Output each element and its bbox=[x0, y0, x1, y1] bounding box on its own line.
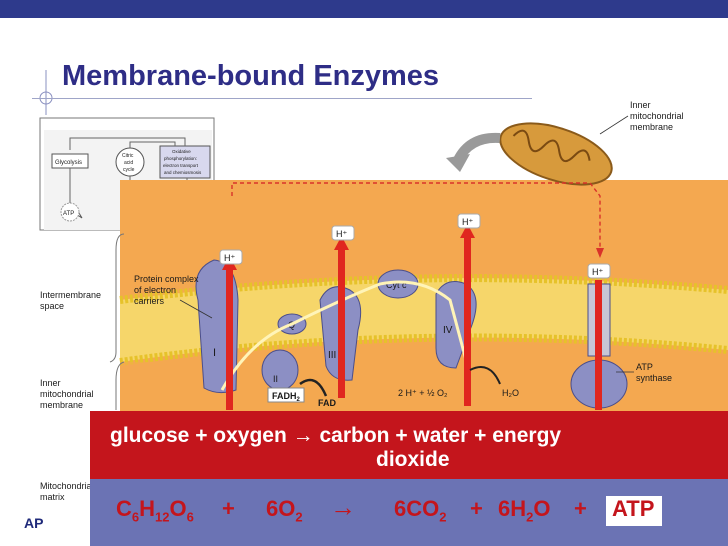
svg-text:Oxidative: Oxidative bbox=[172, 149, 191, 154]
h-plus-badge-3: H⁺ bbox=[457, 213, 481, 229]
fad-reaction-arrow bbox=[299, 378, 328, 397]
word-equation-box bbox=[90, 411, 728, 479]
svg-text:cycle: cycle bbox=[123, 167, 135, 173]
h-plus-badge-1: H⁺ bbox=[219, 249, 243, 265]
proton-arrow-3 bbox=[460, 224, 475, 406]
svg-text:synthase: synthase bbox=[636, 373, 672, 383]
svg-text:phosphorylation:: phosphorylation: bbox=[164, 156, 197, 161]
svg-text:Protein complex: Protein complex bbox=[134, 274, 199, 284]
svg-text:II: II bbox=[273, 374, 278, 384]
atp-highlight bbox=[606, 496, 662, 526]
svg-text:matrix: matrix bbox=[40, 492, 65, 502]
h-plus-badge-4: H⁺ bbox=[587, 263, 611, 279]
svg-text:electron transport: electron transport bbox=[163, 163, 199, 168]
formula-plus-3: + bbox=[574, 496, 587, 521]
svg-text:ATP: ATP bbox=[63, 211, 74, 217]
svg-text:Inner: Inner bbox=[630, 100, 651, 110]
svg-text:IV: IV bbox=[443, 325, 453, 336]
svg-text:ATP: ATP bbox=[636, 362, 653, 372]
h2o-label: H₂O bbox=[502, 388, 519, 398]
svg-text:Cyt c: Cyt c bbox=[386, 280, 407, 290]
svg-text:H⁺: H⁺ bbox=[336, 229, 347, 239]
proton-arrow-4 bbox=[595, 280, 602, 410]
svg-text:Mitochondrial: Mitochondrial bbox=[40, 481, 94, 491]
svg-text:membrane: membrane bbox=[40, 400, 83, 410]
electron-path bbox=[220, 280, 468, 391]
svg-text:I: I bbox=[213, 347, 216, 359]
svg-text:of electron: of electron bbox=[134, 285, 176, 295]
glycolysis-label: Glycolysis bbox=[55, 160, 82, 166]
formula-arrow: → bbox=[330, 492, 356, 522]
word-equation-line2: dioxide bbox=[376, 448, 450, 471]
svg-text:H⁺: H⁺ bbox=[224, 253, 235, 263]
water-reaction-label: 2 H⁺ + ½ O₂ bbox=[398, 388, 448, 398]
mitochondrion-icon bbox=[499, 122, 613, 186]
formula-co2: 6CO2 bbox=[394, 496, 447, 525]
svg-text:membrane: membrane bbox=[630, 122, 673, 132]
svg-text:Inner: Inner bbox=[40, 378, 61, 388]
svg-text:III: III bbox=[328, 350, 336, 361]
fadh2-label: FADH2 bbox=[267, 387, 305, 403]
complex-2: II bbox=[261, 349, 299, 391]
svg-text:space: space bbox=[40, 301, 64, 311]
svg-text:Citric: Citric bbox=[122, 153, 134, 159]
proton-arrow-2 bbox=[334, 236, 349, 398]
inner-membrane-label: Inner mitochondrial membrane bbox=[630, 100, 684, 132]
membrane-bilayer bbox=[119, 274, 728, 366]
page-title: Membrane-bound Enzymes bbox=[62, 60, 440, 92]
footer-text: AP bbox=[24, 515, 44, 531]
svg-text:mitochondrial: mitochondrial bbox=[40, 389, 94, 399]
atp-synthase-label: ATP synthase bbox=[636, 362, 672, 383]
h-plus-badge-2: H⁺ bbox=[331, 225, 355, 241]
svg-text:H⁺: H⁺ bbox=[462, 217, 473, 227]
header-bar bbox=[0, 0, 728, 18]
formula-atp: ATP bbox=[612, 496, 655, 521]
fad-label: FAD bbox=[318, 398, 337, 408]
svg-text:mitochondrial: mitochondrial bbox=[630, 111, 684, 121]
svg-text:acid: acid bbox=[124, 160, 133, 166]
proton-return-path bbox=[231, 182, 601, 256]
title-rule bbox=[32, 98, 532, 99]
svg-text:Intermembrane: Intermembrane bbox=[40, 290, 101, 300]
left-side-labels: Intermembrane space Inner mitochondrial … bbox=[40, 290, 101, 502]
protein-complex-label: Protein complex of electron carriers bbox=[134, 274, 199, 306]
svg-text:FADH2: FADH2 bbox=[272, 391, 301, 403]
word-equation-line1: glucose + oxygen → carbon + water + ener… bbox=[110, 424, 562, 447]
formula-water: 6H2O bbox=[498, 496, 551, 525]
formula-plus-1: + bbox=[222, 496, 235, 521]
svg-text:and chemiosmosis: and chemiosmosis bbox=[164, 170, 202, 175]
formula-plus-2: + bbox=[470, 496, 483, 521]
formula-glucose: C6H12O6 bbox=[116, 496, 194, 525]
word-equation: glucose + oxygen → carbon + water + ener… bbox=[110, 424, 562, 471]
water-reaction-arrow bbox=[469, 366, 501, 385]
formula-oxygen: 6O2 bbox=[266, 496, 303, 525]
svg-text:H⁺: H⁺ bbox=[592, 267, 603, 277]
svg-text:carriers: carriers bbox=[134, 296, 165, 306]
